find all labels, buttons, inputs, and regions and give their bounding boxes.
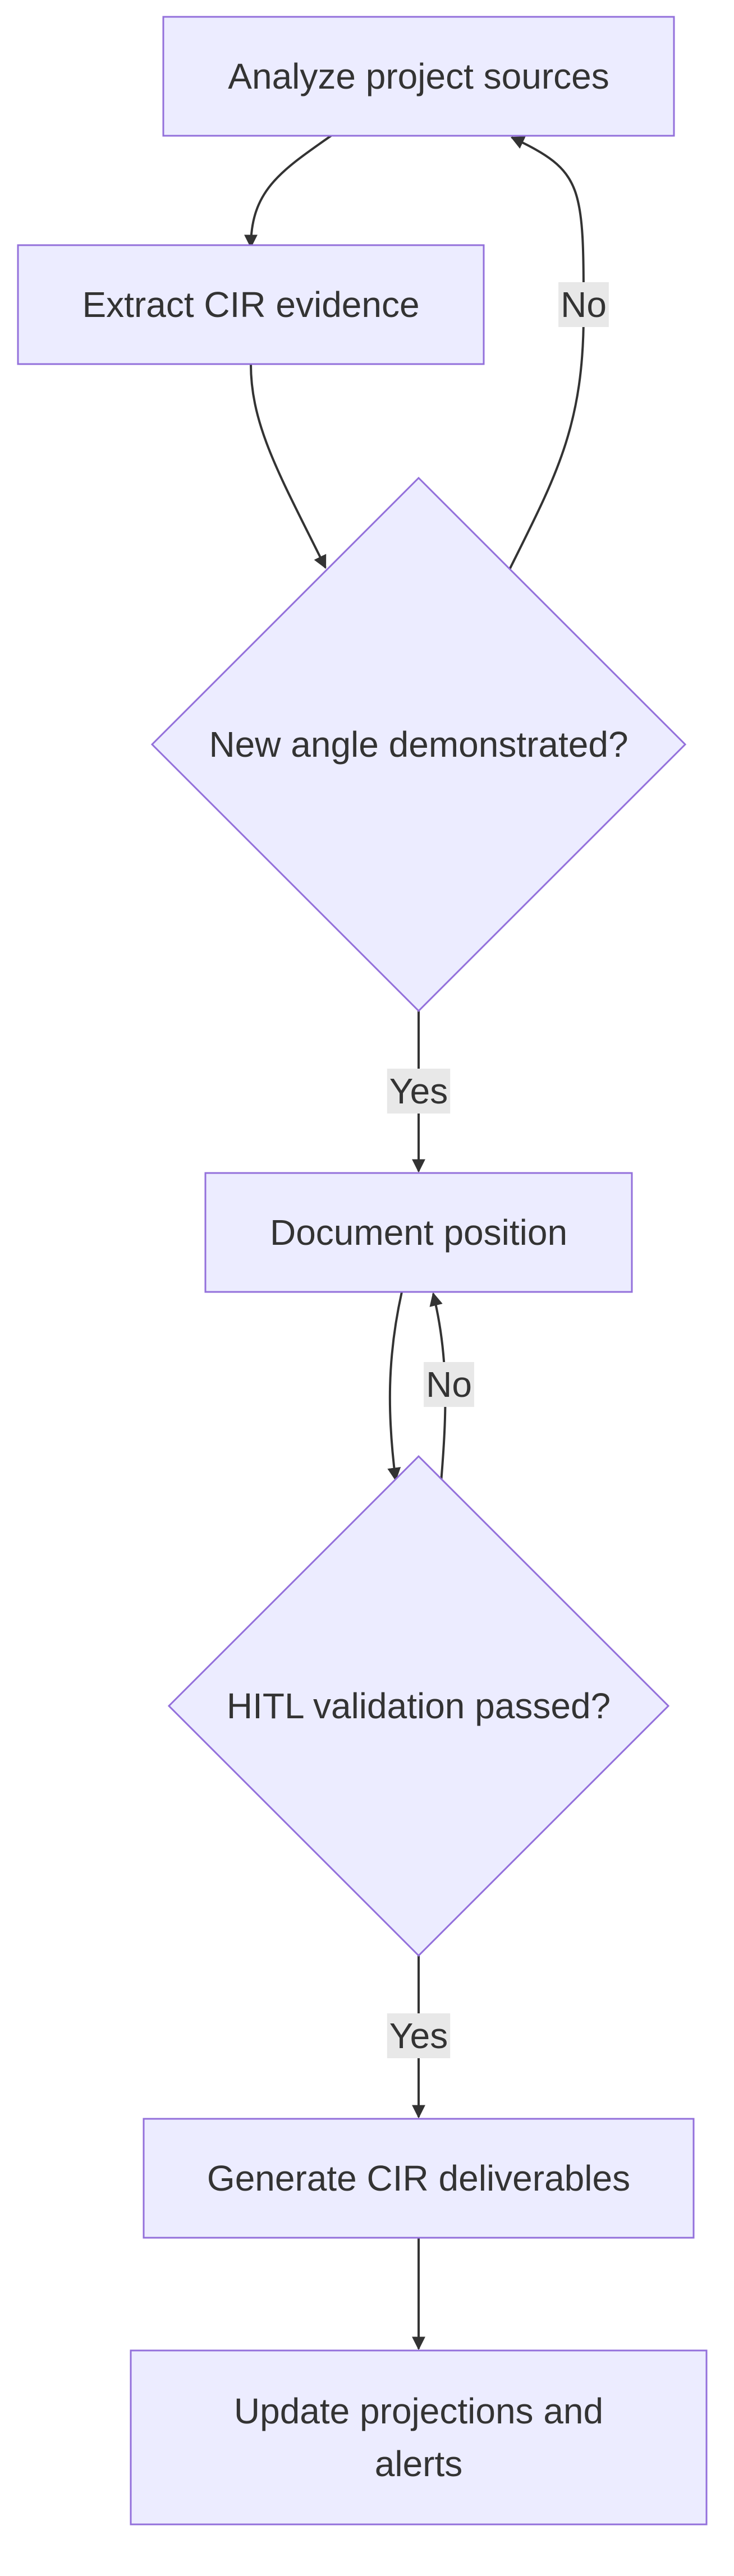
node-update: Update projections and alerts xyxy=(130,2349,708,2526)
node-label: Update projections and xyxy=(234,2391,603,2431)
edge-label-background xyxy=(387,2013,451,2058)
process-box xyxy=(162,16,675,137)
edge-label-background xyxy=(387,1069,451,1114)
node-label: Generate CIR deliverables xyxy=(207,2158,630,2198)
node-label: Analyze project sources xyxy=(228,56,609,96)
edge-label-no: No xyxy=(424,1362,474,1407)
node-generate: Generate CIR deliverables xyxy=(143,2118,695,2239)
node-label: New angle demonstrated? xyxy=(209,724,628,765)
edge-document-to-hitl xyxy=(387,1291,403,1482)
edge-label-no: No xyxy=(558,282,609,327)
node-label: HITL validation passed? xyxy=(227,1686,611,1726)
node-label: Extract CIR evidence xyxy=(82,284,419,325)
edge-new_angle-to-analyze xyxy=(508,136,585,570)
decision-diamond xyxy=(150,476,687,1013)
edge-label-text: No xyxy=(561,284,607,325)
process-box xyxy=(17,244,485,365)
decision-diamond xyxy=(167,1455,670,1957)
node-document: Document position xyxy=(204,1172,633,1293)
node-hitl: HITL validation passed? xyxy=(167,1455,670,1957)
edge-analyze-to-extract xyxy=(244,135,332,249)
edge-extract-to-new_angle xyxy=(250,364,327,569)
edge-label-background xyxy=(424,1362,474,1407)
node-label: Document position xyxy=(270,1212,567,1253)
edge-label-yes: Yes xyxy=(387,1069,451,1114)
edge-label-text: Yes xyxy=(389,1071,448,1111)
edge-label-yes: Yes xyxy=(387,2013,451,2058)
process-box xyxy=(143,2118,695,2239)
node-label: alerts xyxy=(375,2444,463,2484)
node-extract: Extract CIR evidence xyxy=(17,244,485,365)
edge-label-text: No xyxy=(426,1364,472,1405)
node-analyze: Analyze project sources xyxy=(162,16,675,137)
process-box xyxy=(204,1172,633,1293)
edge-label-text: Yes xyxy=(389,2016,448,2056)
process-box xyxy=(130,2349,708,2526)
edge-label-background xyxy=(558,282,609,327)
node-new-angle: New angle demonstrated? xyxy=(150,476,687,1013)
